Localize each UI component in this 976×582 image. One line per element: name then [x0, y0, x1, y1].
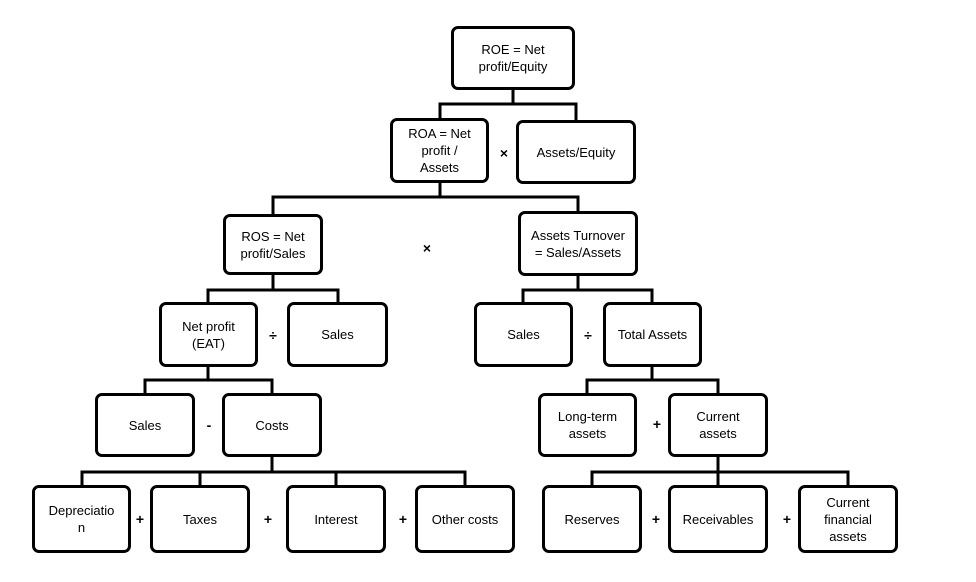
roe-box: ROE = Net profit/Equity: [451, 26, 575, 90]
plus-operator-receivables-financial: +: [782, 511, 792, 527]
depreciation-box: Depreciatio n: [32, 485, 131, 553]
plus-operator-assets: +: [652, 416, 662, 432]
minus-operator: -: [206, 417, 212, 433]
other-costs-box: Other costs: [415, 485, 515, 553]
plus-operator-interest-other: +: [398, 511, 408, 527]
plus-operator-taxes-interest: +: [263, 511, 273, 527]
plus-operator-reserves-receivables: +: [651, 511, 661, 527]
divide-operator-left: ÷: [269, 327, 277, 343]
costs-box: Costs: [222, 393, 322, 457]
interest-box: Interest: [286, 485, 386, 553]
multiply-operator-roa: ×: [499, 145, 509, 161]
sales-box-bottom: Sales: [95, 393, 195, 457]
receivables-box: Receivables: [668, 485, 768, 553]
plus-operator-dep-taxes: +: [135, 511, 145, 527]
roa-box: ROA = Net profit / Assets: [390, 118, 489, 183]
current-financial-assets-box: Current financial assets: [798, 485, 898, 553]
taxes-box: Taxes: [150, 485, 250, 553]
assets-turnover-box: Assets Turnover = Sales/Assets: [518, 211, 638, 276]
long-term-assets-box: Long-term assets: [538, 393, 637, 457]
assets-equity-box: Assets/Equity: [516, 120, 636, 184]
net-profit-eat-box: Net profit (EAT): [159, 302, 258, 367]
reserves-box: Reserves: [542, 485, 642, 553]
multiply-operator-ros: ×: [422, 240, 432, 256]
divide-operator-right: ÷: [584, 327, 592, 343]
current-assets-box: Current assets: [668, 393, 768, 457]
ros-box: ROS = Net profit/Sales: [223, 214, 323, 275]
total-assets-box: Total Assets: [603, 302, 702, 367]
sales-box-left: Sales: [287, 302, 388, 367]
sales-box-right: Sales: [474, 302, 573, 367]
